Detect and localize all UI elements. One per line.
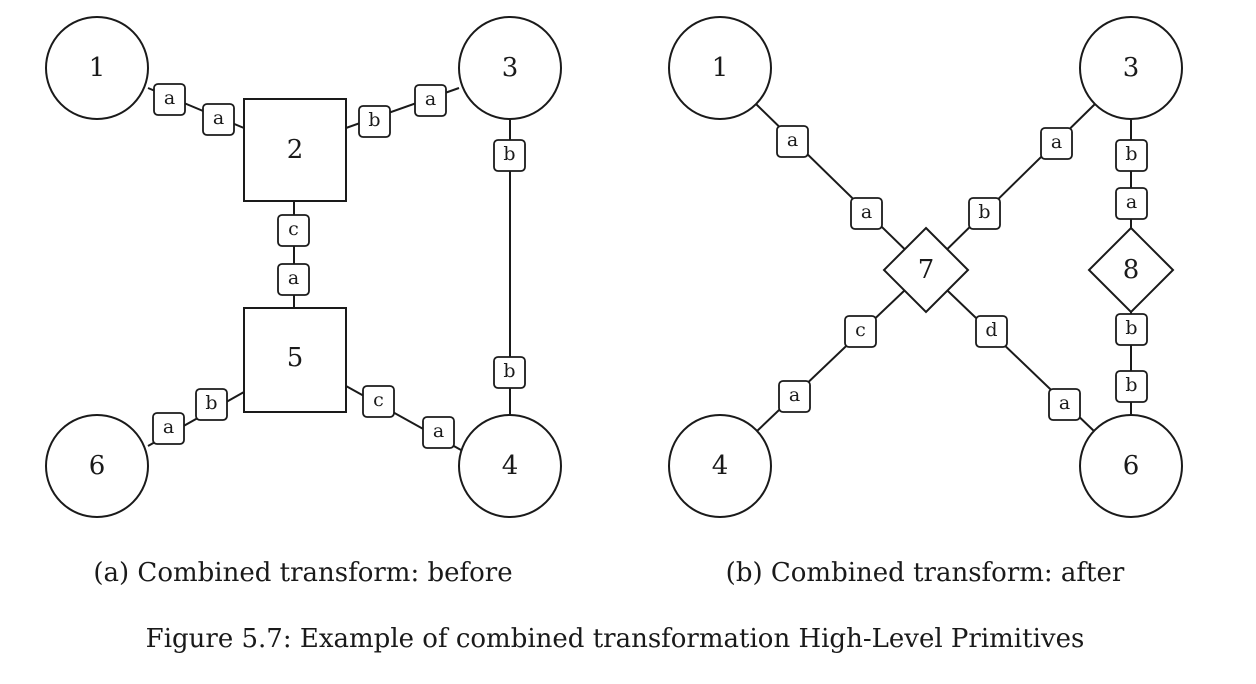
port-a-2-3-near-3: a xyxy=(414,84,447,117)
node-a-4: 4 xyxy=(458,414,562,518)
svg-text:c: c xyxy=(373,389,384,411)
node-a-2: 2 xyxy=(243,98,347,202)
svg-text:b: b xyxy=(503,143,515,165)
port-a-5-4-near-4: a xyxy=(422,416,455,449)
port-b-3-8-near-3: b xyxy=(1115,139,1148,172)
panel-b-diagram: 1 3 7 8 4 6 a a xyxy=(668,16,1183,518)
port-b-8-6-near-8: b xyxy=(1115,313,1148,346)
svg-text:4: 4 xyxy=(502,451,519,481)
svg-text:a: a xyxy=(433,420,444,442)
svg-text:a: a xyxy=(425,88,436,110)
svg-text:b: b xyxy=(205,392,217,414)
node-a-1: 1 xyxy=(45,16,149,120)
svg-text:a: a xyxy=(787,129,798,151)
node-b-8: 8 xyxy=(1087,226,1175,314)
svg-text:a: a xyxy=(163,416,174,438)
svg-text:5: 5 xyxy=(287,343,304,373)
svg-text:4: 4 xyxy=(712,451,729,481)
svg-text:b: b xyxy=(1125,317,1137,339)
svg-text:3: 3 xyxy=(1123,53,1140,83)
port-a-1-2-near-1: a xyxy=(153,83,186,116)
node-b-4: 4 xyxy=(668,414,772,518)
svg-text:a: a xyxy=(1059,392,1070,414)
port-a-2-5-near-5: a xyxy=(277,263,310,296)
svg-text:c: c xyxy=(855,319,866,341)
svg-text:3: 3 xyxy=(502,53,519,83)
svg-text:a: a xyxy=(1126,191,1137,213)
panel-a-caption: (a) Combined transform: before xyxy=(93,558,513,588)
svg-text:b: b xyxy=(1125,374,1137,396)
node-a-6: 6 xyxy=(45,414,149,518)
node-b-7: 7 xyxy=(882,226,970,314)
svg-text:1: 1 xyxy=(712,53,729,83)
port-a-2-3-near-2: b xyxy=(358,105,391,138)
port-a-6-5-near-6: a xyxy=(152,412,185,445)
port-b-1-7-near-7: a xyxy=(850,197,883,230)
port-b-7-6-near-6: a xyxy=(1048,388,1081,421)
svg-text:a: a xyxy=(1051,131,1062,153)
node-a-5: 5 xyxy=(243,307,347,413)
svg-text:a: a xyxy=(861,201,872,223)
port-a-5-4-near-5: c xyxy=(362,385,395,418)
figure-caption: Figure 5.7: Example of combined transfor… xyxy=(145,624,1085,654)
panel-a-diagram: 1 2 3 5 6 4 a a xyxy=(45,16,562,518)
svg-text:a: a xyxy=(164,87,175,109)
port-a-3-4-near-4: b xyxy=(493,356,526,389)
port-a-2-5-near-2: c xyxy=(277,214,310,247)
panel-b-caption: (b) Combined transform: after xyxy=(725,558,1125,588)
port-a-1-2-near-2: a xyxy=(202,103,235,136)
svg-text:a: a xyxy=(288,267,299,289)
svg-text:1: 1 xyxy=(89,53,106,83)
port-b-3-8-near-8: a xyxy=(1115,187,1148,220)
port-b-1-7-near-1: a xyxy=(776,125,809,158)
port-b-7-4-near-7: c xyxy=(844,315,877,348)
port-b-7-4-near-4: a xyxy=(778,380,811,413)
svg-text:6: 6 xyxy=(89,451,106,481)
svg-text:2: 2 xyxy=(287,135,304,165)
port-b-8-6-near-6: b xyxy=(1115,370,1148,403)
port-b-7-6-near-7: d xyxy=(975,315,1008,348)
svg-text:c: c xyxy=(288,218,299,240)
svg-text:b: b xyxy=(368,109,380,131)
node-a-3: 3 xyxy=(458,16,562,120)
svg-text:b: b xyxy=(978,201,990,223)
svg-text:b: b xyxy=(1125,143,1137,165)
svg-text:6: 6 xyxy=(1123,451,1140,481)
svg-text:8: 8 xyxy=(1123,255,1140,285)
node-b-3: 3 xyxy=(1079,16,1183,120)
port-a-6-5-near-5: b xyxy=(195,388,228,421)
svg-text:b: b xyxy=(503,360,515,382)
node-b-6: 6 xyxy=(1079,414,1183,518)
node-b-1: 1 xyxy=(668,16,772,120)
port-b-3-7-near-3: a xyxy=(1040,127,1073,160)
port-b-3-7-near-7: b xyxy=(968,197,1001,230)
svg-text:7: 7 xyxy=(918,255,935,285)
port-a-3-4-near-3: b xyxy=(493,139,526,172)
svg-text:a: a xyxy=(213,107,224,129)
svg-text:a: a xyxy=(789,384,800,406)
svg-text:d: d xyxy=(985,319,997,341)
